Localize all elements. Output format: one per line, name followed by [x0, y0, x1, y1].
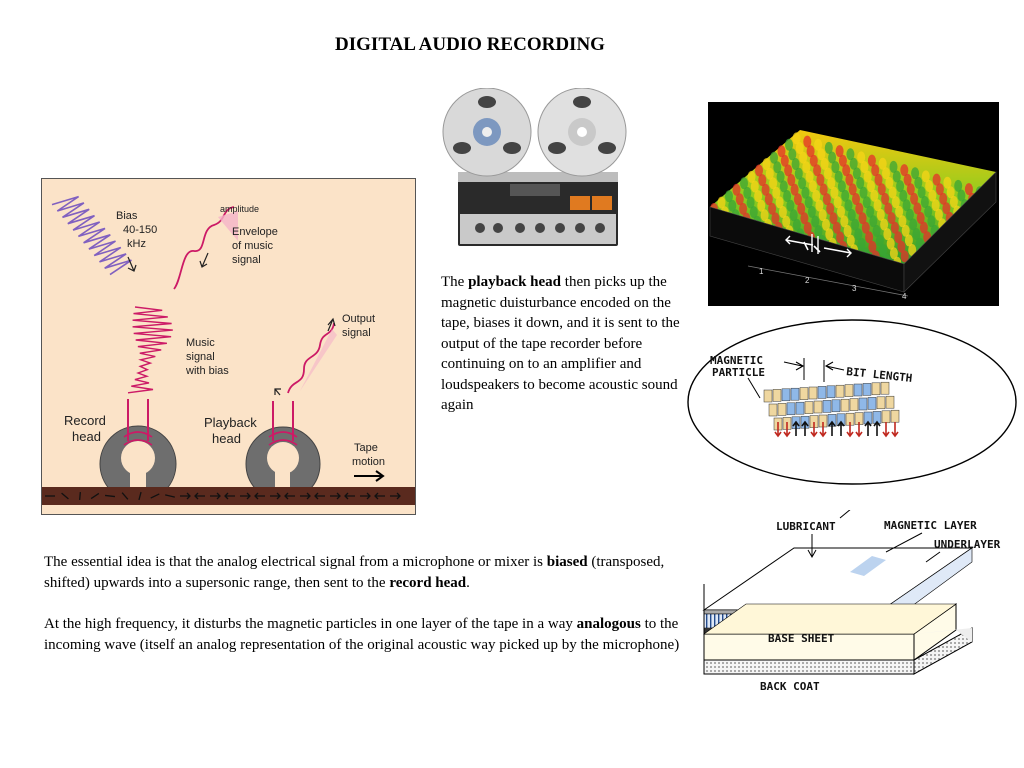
tape-motion-arrow-icon: [354, 470, 385, 482]
surface-tick-1: 1: [759, 267, 764, 276]
output-arrow-icon: [327, 317, 336, 332]
analogous-term: analogous: [576, 616, 641, 632]
playback-arrow-icon: [274, 388, 281, 396]
record-label-2: head: [72, 429, 101, 444]
analog-text-2: to the incoming wave (itself an analog r…: [44, 616, 680, 653]
music-label-2: signal: [186, 351, 215, 363]
playback-head-term: playback head: [468, 274, 562, 290]
tape-label-2: motion: [352, 456, 385, 468]
envelope-label-3: signal: [232, 254, 261, 266]
bias-freq-label: 40-150: [123, 224, 157, 236]
bias-arrow-icon: [127, 256, 137, 272]
bias-wave: [51, 195, 132, 276]
essential-text-2: (transposed, shifted) upwards into a sup…: [44, 554, 665, 591]
bias-unit-label: kHz: [127, 238, 146, 250]
reel-to-reel-recorder-image: [440, 87, 635, 248]
analogous-paragraph: At the high frequency, it disturbs the m…: [44, 614, 684, 655]
music-label-1: Music: [186, 337, 215, 349]
tape-particles: [45, 491, 401, 501]
surface-tick-2: 2: [805, 276, 810, 285]
magnetic-layer-label: MAGNETIC LAYER: [884, 519, 977, 532]
envelope-label-2: of music: [232, 240, 273, 252]
particle-label: PARTICLE: [712, 366, 765, 379]
playback-label-2: head: [212, 431, 241, 446]
output-label-2: signal: [342, 327, 371, 339]
music-signal-wave: [127, 306, 173, 394]
record-label-1: Record: [64, 413, 106, 428]
envelope-shading: [218, 211, 238, 241]
magnetic-surface-plot-image: 1 2 3 4: [708, 102, 999, 306]
tape-label-1: Tape: [354, 442, 378, 454]
essential-idea-paragraph: The essential idea is that the analog el…: [44, 552, 684, 593]
output-label-1: Output: [342, 313, 375, 325]
lubricant-label: LUBRICANT: [776, 520, 836, 533]
envelope-arrow-icon: [199, 252, 209, 268]
magnetic-label: MAGNETIC: [710, 354, 763, 367]
playback-text-1: The: [441, 274, 469, 290]
recording-diagram: Bias 40-150 kHz amplitude Envelope of mu…: [41, 178, 416, 515]
essential-text-1: The essential idea is that the analog el…: [44, 554, 547, 570]
analog-text-1: At the high frequency, it disturbs the m…: [44, 616, 577, 632]
back-coat-label: BACK COAT: [760, 680, 820, 693]
page-title: DIGITAL AUDIO RECORDING: [335, 34, 605, 55]
music-label-3: with bias: [185, 365, 229, 377]
envelope-label-1: Envelope: [232, 226, 278, 238]
biased-term: biased: [546, 554, 588, 570]
magnetic-particle-closeup: MAGNETIC PARTICLE BIT LENGTH: [686, 318, 1018, 486]
playback-head-paragraph: The playback head then picks up the magn…: [441, 272, 691, 416]
base-sheet-label: BASE SHEET: [768, 632, 835, 645]
bias-label: Bias: [116, 210, 138, 222]
tape-layers-diagram: LUBRICANT MAGNETIC LAYER UNDERLAYER BASE…: [690, 479, 1024, 700]
playback-head: [245, 401, 321, 504]
essential-text-3: .: [466, 574, 470, 591]
surface-tick-4: 4: [902, 292, 907, 301]
surface-tick-3: 3: [852, 284, 857, 293]
playback-text-2: then picks up the magnetic duisturbance …: [441, 274, 680, 413]
output-wave: [287, 322, 335, 394]
amplitude-label: amplitude: [220, 204, 259, 214]
output-shading: [300, 329, 337, 391]
playback-label-1: Playback: [204, 415, 257, 430]
underlayer-label: UNDERLAYER: [934, 538, 1001, 551]
record-head-term: record head: [389, 574, 467, 591]
